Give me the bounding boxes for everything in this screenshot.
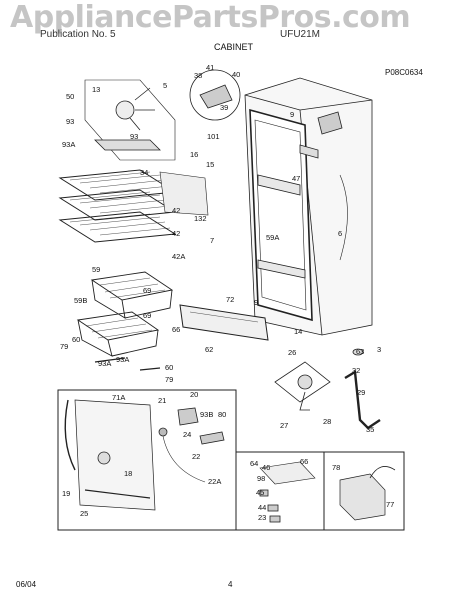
callout-18: 18 bbox=[124, 469, 132, 478]
callout-47: 47 bbox=[292, 174, 300, 183]
callout-40: 40 bbox=[232, 70, 240, 79]
wire-baskets bbox=[76, 271, 174, 371]
callout-13: 13 bbox=[92, 85, 100, 94]
callout-93B: 93B bbox=[200, 410, 213, 419]
hinge-inset bbox=[189, 69, 343, 135]
callout-35: 35 bbox=[366, 425, 374, 434]
callout-39: 39 bbox=[220, 103, 228, 112]
callout-69-a: 69 bbox=[143, 286, 151, 295]
diagram-id: P08C0634 bbox=[385, 68, 423, 77]
callout-93-mid: 93 bbox=[130, 132, 138, 141]
callout-79-left: 79 bbox=[60, 342, 68, 351]
callout-32: 32 bbox=[352, 366, 360, 375]
callout-5: 5 bbox=[163, 81, 167, 90]
callout-15: 15 bbox=[206, 160, 214, 169]
callout-3: 3 bbox=[377, 345, 381, 354]
callout-71A: 71A bbox=[112, 393, 125, 402]
harness-inset[interactable] bbox=[235, 451, 325, 531]
toe-grille bbox=[179, 304, 269, 341]
callout-79-b: 79 bbox=[165, 375, 173, 384]
callout-63: 63 bbox=[356, 347, 364, 356]
callout-27: 27 bbox=[280, 421, 288, 430]
callout-98: 98 bbox=[257, 474, 265, 483]
callout-24: 24 bbox=[183, 430, 191, 439]
callout-93A-b: 93A bbox=[98, 359, 111, 368]
callout-59A: 59A bbox=[266, 233, 279, 242]
callout-28: 28 bbox=[323, 417, 331, 426]
header-model: UFU21M bbox=[280, 29, 321, 40]
callout-78: 78 bbox=[332, 463, 340, 472]
footer-date: 06/04 bbox=[16, 580, 37, 589]
callout-42A: 42A bbox=[172, 252, 185, 261]
callout-34: 34 bbox=[140, 168, 148, 177]
callout-77: 77 bbox=[386, 500, 394, 509]
callout-62: 62 bbox=[205, 345, 213, 354]
callout-93-top: 93 bbox=[66, 117, 74, 126]
callout-41: 41 bbox=[206, 63, 214, 72]
callout-25: 25 bbox=[80, 509, 88, 518]
callout-16: 16 bbox=[190, 150, 198, 159]
callout-7: 7 bbox=[210, 236, 214, 245]
module-inset[interactable] bbox=[323, 451, 405, 531]
back-panel-inset[interactable] bbox=[57, 389, 237, 531]
callout-64: 64 bbox=[250, 459, 258, 468]
watermark-logo: AppliancePartsPros.com bbox=[10, 0, 411, 35]
callout-59: 59 bbox=[92, 265, 100, 274]
callout-29: 29 bbox=[357, 388, 365, 397]
callout-38: 38 bbox=[194, 71, 202, 80]
cabinet-body bbox=[244, 77, 373, 336]
callout-93A-c: 93A bbox=[116, 355, 129, 364]
section-title: CABINET bbox=[214, 42, 254, 52]
callout-45: 45 bbox=[256, 488, 264, 497]
callout-66b: 66 bbox=[300, 457, 308, 466]
callout-26: 26 bbox=[288, 348, 296, 357]
callout-42-a: 42 bbox=[172, 206, 180, 215]
callout-50: 50 bbox=[66, 92, 74, 101]
callout-132: 132 bbox=[194, 214, 207, 223]
leveling-leg-inset bbox=[274, 348, 381, 430]
callout-14: 14 bbox=[294, 327, 302, 336]
callout-60-left: 60 bbox=[72, 335, 80, 344]
callout-22: 22 bbox=[192, 452, 200, 461]
callout-72: 72 bbox=[226, 295, 234, 304]
callout-60-b: 60 bbox=[165, 363, 173, 372]
callout-9-mid: 9 bbox=[254, 298, 258, 307]
callout-59B: 59B bbox=[74, 296, 87, 305]
callout-19: 19 bbox=[62, 489, 70, 498]
wire-shelves bbox=[58, 169, 209, 243]
callout-22A: 22A bbox=[208, 477, 221, 486]
callout-46: 46 bbox=[262, 463, 270, 472]
callout-93A-top: 93A bbox=[62, 140, 75, 149]
footer-page-number: 4 bbox=[228, 580, 233, 589]
callout-69-b: 69 bbox=[143, 311, 151, 320]
callout-6: 6 bbox=[338, 229, 342, 238]
callout-101: 101 bbox=[207, 132, 220, 141]
callout-42-b: 42 bbox=[172, 229, 180, 238]
callout-21: 21 bbox=[158, 396, 166, 405]
callout-23: 23 bbox=[258, 513, 266, 522]
callout-9-top: 9 bbox=[290, 110, 294, 119]
callout-labels: 50 13 5 93 93 93A 41 38 40 39 101 9 47 6… bbox=[60, 63, 394, 522]
fan-motor-inset bbox=[84, 79, 176, 161]
header-publication: Publication No. 5 bbox=[40, 29, 116, 40]
callout-44: 44 bbox=[258, 503, 266, 512]
callout-80: 80 bbox=[218, 410, 226, 419]
callout-66: 66 bbox=[172, 325, 180, 334]
callout-20: 20 bbox=[190, 390, 198, 399]
